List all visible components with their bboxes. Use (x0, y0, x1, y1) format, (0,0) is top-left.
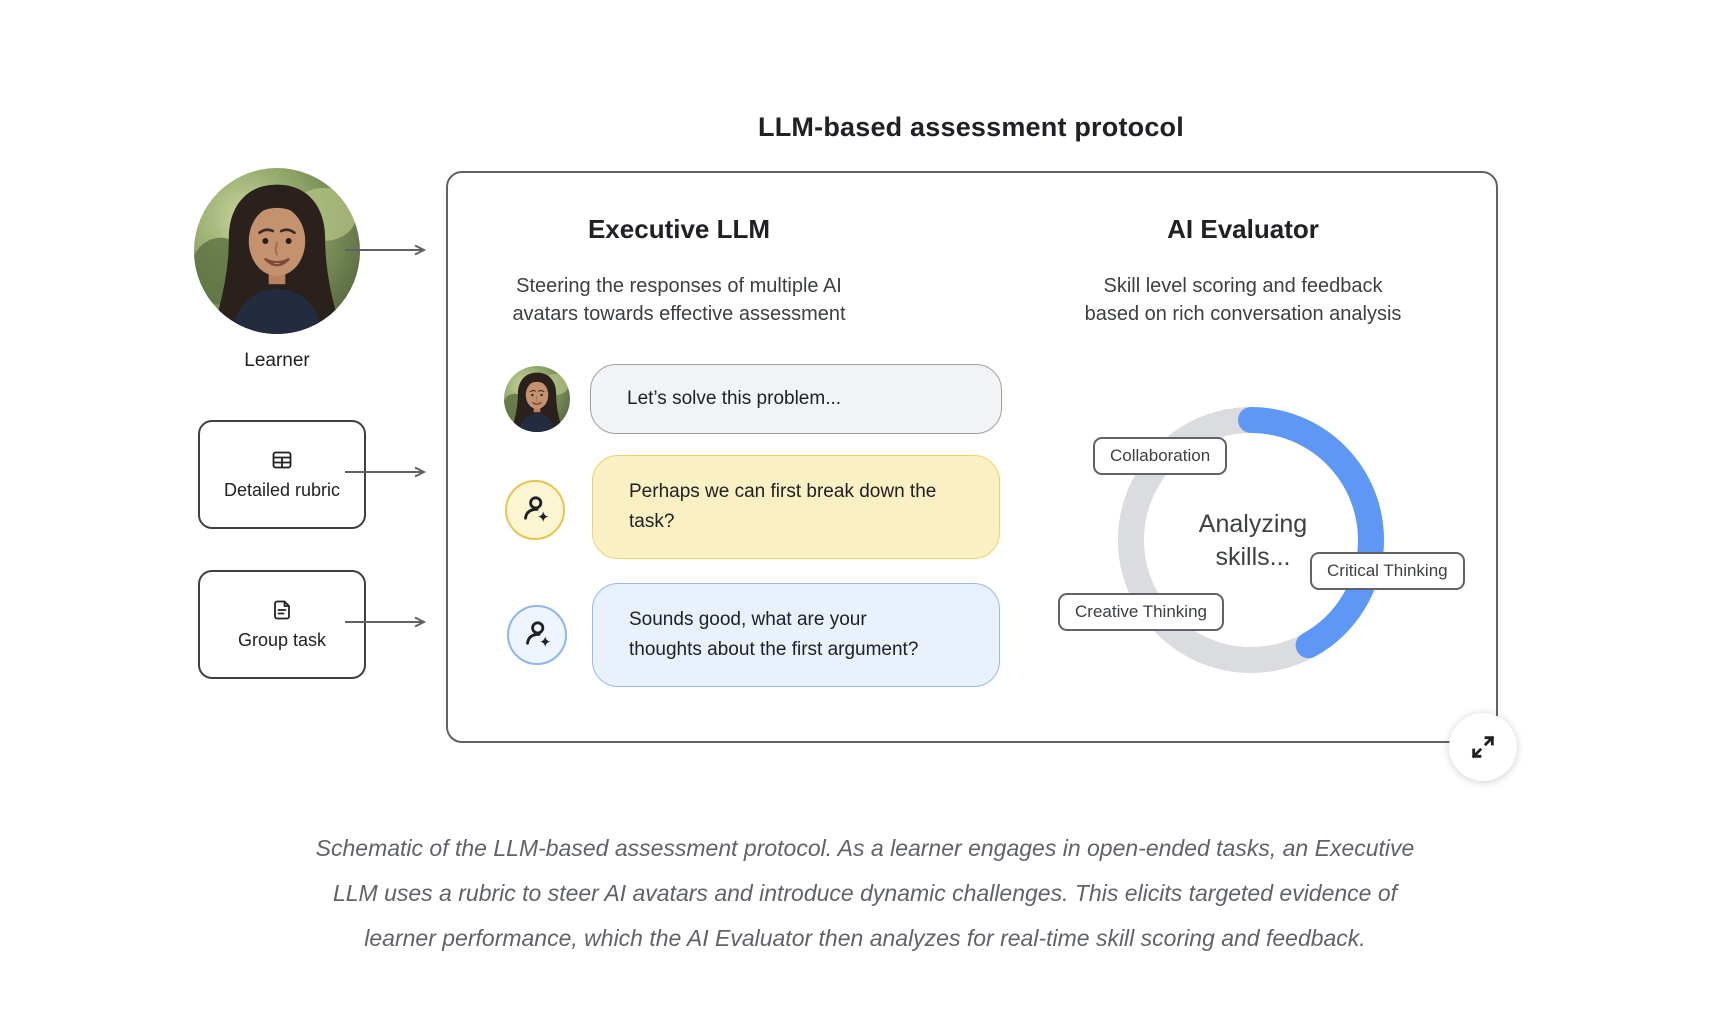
executive-llm-heading: Executive LLM (587, 214, 771, 244)
skill-badge-critical-thinking: Critical Thinking (1310, 552, 1465, 590)
open-in-full-icon (1471, 735, 1495, 759)
detailed-rubric-label: Detailed rubric (223, 480, 341, 500)
skill-badge-collaboration: Collaboration (1093, 437, 1228, 475)
executive-llm-subtitle: Steering the responses of multiple AI av… (512, 275, 846, 325)
detailed-rubric-box: Detailed rubric (198, 420, 366, 529)
person-spark-icon (518, 493, 552, 527)
person-spark-icon (520, 618, 554, 652)
chat-bubble-blue-line2: thoughts about the first argument? (629, 639, 919, 660)
caption-line: LLM uses a rubric to steer AI avatars an… (332, 880, 1398, 906)
arrow-learner-to-panel (345, 244, 427, 256)
group-task-label: Group task (237, 630, 327, 650)
ai-avatar-blue (507, 605, 567, 665)
expand-button[interactable] (1449, 713, 1517, 781)
chat-bubble-yellow-line1: Perhaps we can first break down the (629, 481, 937, 502)
chat-bubble-ai-blue: Sounds good, what are your thoughts abou… (592, 583, 1000, 687)
learner-photo (194, 168, 360, 334)
page-title: LLM-based assessment protocol (758, 112, 1184, 142)
chat-bubble-ai-yellow: Perhaps we can first break down the task… (592, 455, 1000, 559)
analyzing-skills-text: Analyzing skills... (1198, 510, 1308, 571)
learner-photo-small (504, 366, 570, 432)
group-task-box: Group task (198, 570, 366, 679)
chat-bubble-learner: Let’s solve this problem... (590, 364, 1002, 434)
chat-bubble-blue-line1: Sounds good, what are your (629, 609, 867, 630)
learner-chat-avatar (504, 366, 570, 432)
caption-line: learner performance, which the AI Evalua… (364, 925, 1366, 951)
arrow-task-to-panel (345, 616, 427, 628)
ai-evaluator-heading: AI Evaluator (1167, 214, 1319, 244)
ai-evaluator-subtitle: Skill level scoring and feedback based o… (1084, 275, 1402, 325)
arrow-rubric-to-panel (345, 466, 427, 478)
ai-avatar-yellow (505, 480, 565, 540)
table-icon (272, 451, 292, 469)
learner-label: Learner (244, 350, 310, 371)
skill-progress-ring (1118, 407, 1384, 673)
skill-badge-creative-thinking: Creative Thinking (1058, 593, 1224, 631)
document-icon (274, 600, 290, 620)
learner-avatar (194, 168, 360, 334)
caption-line: Schematic of the LLM-based assessment pr… (315, 835, 1415, 861)
chat-bubble-yellow-line2: task? (629, 511, 675, 532)
chat-bubble-learner-text: Let’s solve this problem... (627, 388, 842, 409)
